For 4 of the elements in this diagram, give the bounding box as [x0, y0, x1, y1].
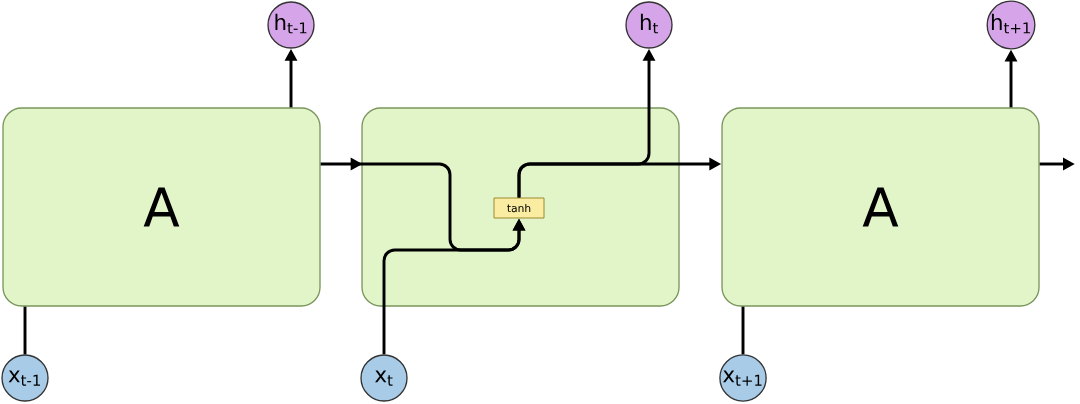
tanh-box: tanh: [493, 197, 545, 219]
cell-box: A: [721, 107, 1040, 307]
cell-box: A: [2, 107, 321, 307]
cell-box: [361, 107, 680, 307]
